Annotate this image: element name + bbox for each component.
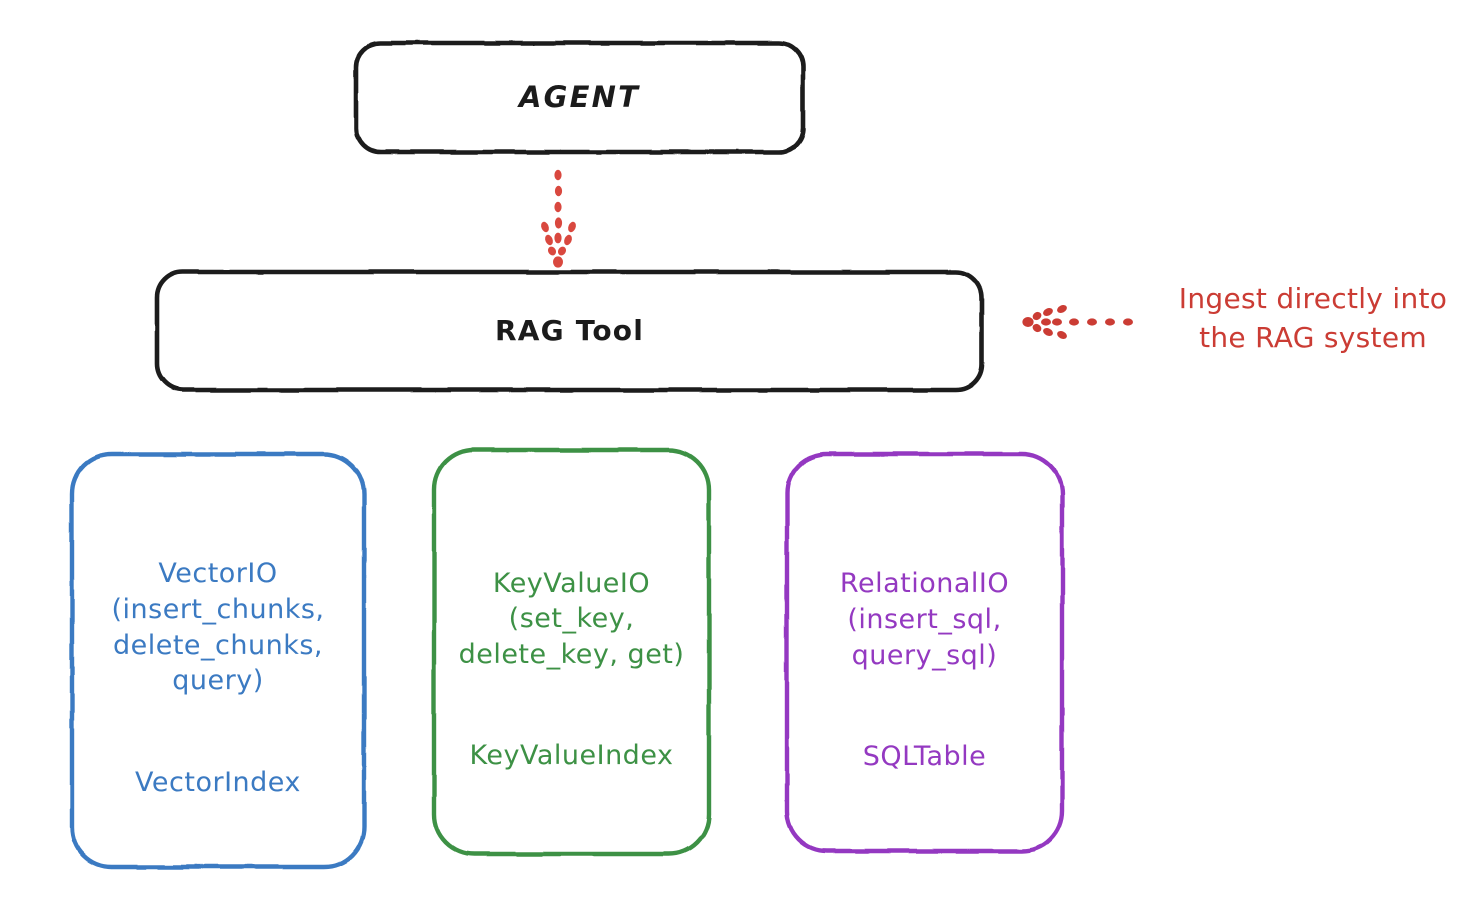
- node-relational-io-secondary-label: SQLTable: [862, 740, 987, 772]
- node-key-value-io-label: KeyValueIO (set_key, delete_key, get): [458, 567, 685, 670]
- connector-agent-to-rag-tool: [541, 169, 576, 268]
- annotation-ingest-note: Ingest directly into the RAG system: [1178, 282, 1448, 354]
- node-rag-tool[interactable]: RAG Tool: [156, 271, 983, 391]
- node-vector-io-text: VectorIO (insert_chunks, delete_chunks, …: [112, 521, 325, 800]
- spacer: [840, 673, 1009, 703]
- node-vector-io-label: VectorIO (insert_chunks, delete_chunks, …: [111, 558, 325, 697]
- node-agent-label: AGENT: [518, 80, 641, 115]
- node-rag-tool-label: RAG Tool: [494, 313, 644, 347]
- node-vector-io[interactable]: VectorIO (insert_chunks, delete_chunks, …: [70, 452, 366, 869]
- node-relational-io-label: RelationalIO (insert_sql, query_sql): [839, 568, 1010, 671]
- node-key-value-io-text: KeyValueIO (set_key, delete_key, get) Ke…: [459, 530, 685, 774]
- connector-ingest-to-rag-tool: [1022, 305, 1133, 339]
- spacer: [459, 673, 685, 703]
- node-relational-io-text: RelationalIO (insert_sql, query_sql) SQL…: [840, 531, 1009, 775]
- spacer: [112, 699, 325, 729]
- node-agent[interactable]: AGENT: [355, 42, 804, 153]
- node-relational-io[interactable]: RelationalIO (insert_sql, query_sql) SQL…: [785, 452, 1064, 853]
- node-key-value-io-secondary-label: KeyValueIndex: [469, 740, 674, 772]
- node-vector-io-secondary-label: VectorIndex: [135, 766, 301, 798]
- node-key-value-io[interactable]: KeyValueIO (set_key, delete_key, get) Ke…: [432, 448, 711, 856]
